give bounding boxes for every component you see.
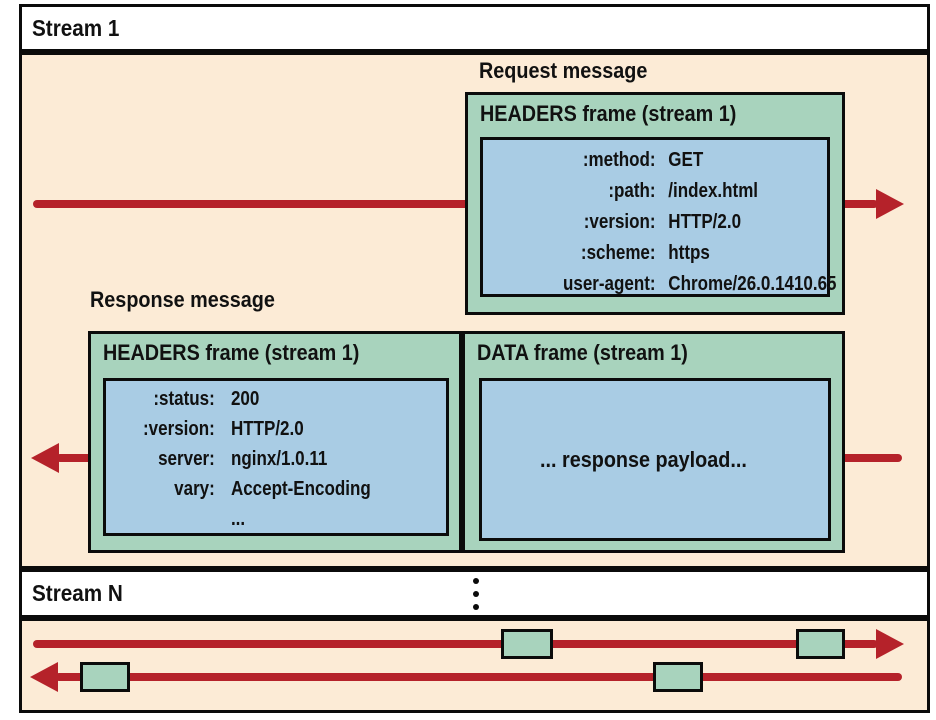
header-value: Chrome/26.0.1410.65 <box>668 273 837 295</box>
stream1-label: Stream 1 <box>32 14 120 41</box>
header-value: GET <box>668 149 704 171</box>
response-headers-frame: HEADERS frame (stream 1) :status: 200 :v… <box>88 331 462 553</box>
response-headers-table: :status: 200 :version: HTTP/2.0 server: … <box>106 384 446 534</box>
header-value: Accept-Encoding <box>230 478 371 500</box>
header-key: :method: <box>582 149 656 171</box>
stream1-header-bar: Stream 1 <box>19 4 930 52</box>
streamN-left-arrow-head-icon <box>30 662 58 692</box>
header-value: nginx/1.0.11 <box>230 448 328 470</box>
response-payload-box: ... response payload... <box>479 378 831 541</box>
header-key: vary: <box>174 478 215 500</box>
frame-chip <box>501 629 553 659</box>
response-message-label: Response message <box>90 287 275 312</box>
header-value: https <box>668 242 710 264</box>
request-headers-box: :method: GET :path: /index.html :version… <box>480 137 837 300</box>
header-key: :scheme: <box>580 242 656 264</box>
header-key: user-agent: <box>562 273 656 295</box>
frame-chip <box>653 662 703 692</box>
response-data-frame-title: DATA frame (stream 1) <box>477 340 688 365</box>
header-value: ... <box>230 508 246 530</box>
header-key: :version: <box>143 418 215 440</box>
header-key: server: <box>158 448 215 470</box>
header-value: HTTP/2.0 <box>230 418 304 440</box>
header-key: :version: <box>583 211 656 233</box>
request-arrow-line <box>33 200 878 208</box>
header-value: 200 <box>230 388 260 410</box>
header-key <box>106 504 215 534</box>
header-value: HTTP/2.0 <box>668 211 742 233</box>
header-key: :status: <box>153 388 215 410</box>
response-data-frame: DATA frame (stream 1) ... response paylo… <box>462 331 845 553</box>
request-headers-frame-title: HEADERS frame (stream 1) <box>480 101 737 126</box>
request-headers-table: :method: GET :path: /index.html :version… <box>483 145 837 300</box>
request-message-label: Request message <box>479 58 648 83</box>
frame-chip <box>796 629 845 659</box>
header-key: :path: <box>608 180 656 202</box>
response-headers-box: :status: 200 :version: HTTP/2.0 server: … <box>103 378 449 536</box>
streamN-right-arrow-head-icon <box>876 629 904 659</box>
request-arrow-head-icon <box>876 189 904 219</box>
response-headers-frame-title: HEADERS frame (stream 1) <box>103 340 360 365</box>
streamN-right-arrow-line <box>33 640 878 648</box>
streamN-left-arrow-line <box>55 673 902 681</box>
request-headers-frame: HEADERS frame (stream 1) :method: GET :p… <box>465 92 845 315</box>
response-payload-text: ... response payload... <box>540 446 747 472</box>
streamN-panel <box>19 618 930 713</box>
vertical-ellipsis-icon <box>472 578 480 617</box>
frame-chip <box>80 662 130 692</box>
header-value: /index.html <box>668 180 759 202</box>
response-arrow-head-icon <box>31 443 59 473</box>
streamN-header-bar: Stream N <box>19 569 930 618</box>
streamN-label: Stream N <box>32 580 123 606</box>
